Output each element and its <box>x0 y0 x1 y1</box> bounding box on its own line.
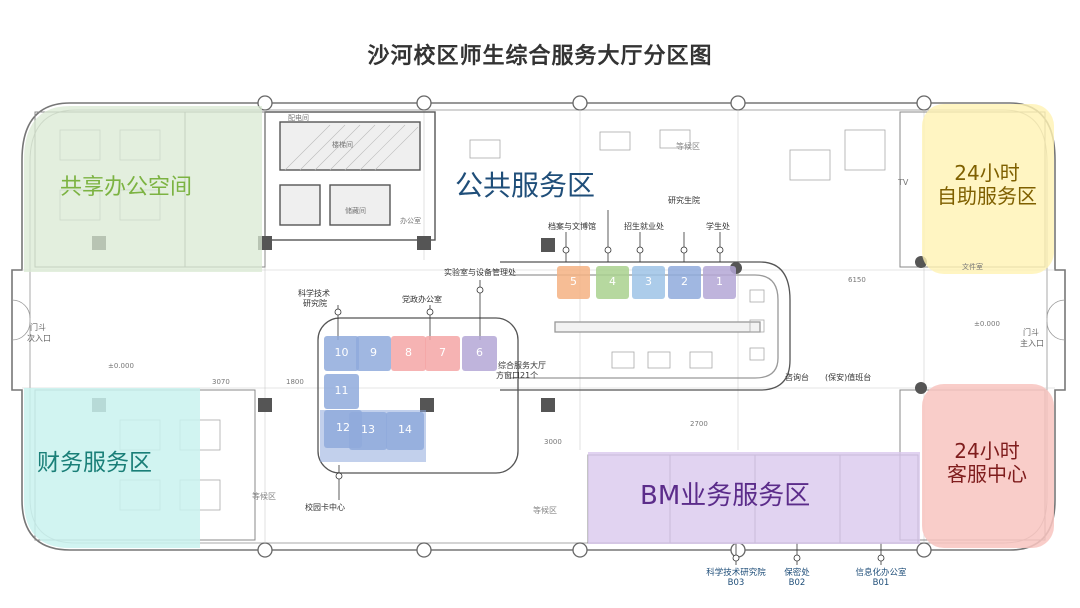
bm-pin-b02: 保密处 B02 <box>767 566 827 588</box>
zone-shared-office-text: 共享办公空间 <box>60 175 193 200</box>
service-window-7-number: 7 <box>439 345 446 359</box>
label-sci-tech-2: 研究院 <box>303 299 327 308</box>
label-dim-3: 3000 <box>544 438 562 446</box>
service-window-10 <box>324 336 359 371</box>
service-window-14 <box>386 412 424 450</box>
service-window-4 <box>596 266 629 299</box>
zone-self-service-line1: 24小时 <box>954 161 1020 185</box>
service-window-5-number: 5 <box>570 274 577 288</box>
service-window-6-number: 6 <box>476 345 483 359</box>
label-archives: 档案与文博馆 <box>548 222 596 231</box>
service-counters <box>317 261 791 474</box>
service-window-9-number: 9 <box>370 345 377 359</box>
service-window-12-number: 12 <box>336 421 350 434</box>
label-room-c: 办公室 <box>400 217 421 225</box>
bm-pin-b03: 科学技术研究院 B03 <box>676 566 796 588</box>
bm-pin-b01: 信息化办公室 B01 <box>836 566 926 588</box>
service-window-3-number: 3 <box>645 274 652 288</box>
label-tv: TV <box>898 178 909 187</box>
zone-label-public-service: 公共服务区 <box>455 169 596 202</box>
label-hall-1: 综合服务大厅 <box>498 361 546 370</box>
label-storage: 文件室 <box>962 263 983 271</box>
bm-pin-b02-name: 保密处 <box>784 568 810 578</box>
bm-pin-b03-name: 科学技术研究院 <box>706 568 766 578</box>
zone-label-bm: BM业务服务区 <box>640 481 811 512</box>
label-security: (保安)值班台 <box>825 373 872 382</box>
label-west-entry-1: 门斗 <box>30 323 46 332</box>
core-rooms <box>264 111 436 241</box>
label-west-entry-2: 次入口 <box>27 334 51 343</box>
service-window-7 <box>425 336 460 371</box>
service-window-6 <box>462 336 497 371</box>
zone-label-finance: 财务服务区 <box>37 450 152 476</box>
service-window-14-number: 14 <box>398 423 412 436</box>
zone-shared-office <box>24 106 262 272</box>
bm-pin-b01-code: B01 <box>872 578 890 588</box>
service-window-9 <box>356 336 391 371</box>
zone-public-service-text: 公共服务区 <box>455 169 596 202</box>
service-window-2-number: 2 <box>681 274 688 288</box>
service-window-13-number: 13 <box>361 423 375 436</box>
label-dim-2: 1800 <box>286 378 304 386</box>
label-east-entry-1: 门斗 <box>1023 328 1039 337</box>
bm-pin-b01-name: 信息化办公室 <box>855 568 907 578</box>
zone-label-self-service: 24小时 自助服务区 <box>928 162 1046 208</box>
label-dim-4: 6150 <box>848 276 866 284</box>
service-window-13 <box>349 412 387 450</box>
label-dim-1: 3070 <box>212 378 230 386</box>
label-sci-tech-1: 科学技术 <box>298 289 330 298</box>
bm-pin-b03-code: B03 <box>727 578 745 588</box>
zone-bm <box>588 452 920 544</box>
zone-customer-service-line2: 客服中心 <box>947 462 1027 486</box>
label-admissions: 招生就业处 <box>624 222 664 231</box>
service-window-2 <box>668 266 701 299</box>
service-window-10-number: 10 <box>334 345 349 359</box>
service-window-5 <box>557 266 590 299</box>
service-window-3 <box>632 266 665 299</box>
label-lab-equipment: 实验室与设备管理处 <box>444 268 516 277</box>
service-window-8-number: 8 <box>405 345 412 359</box>
label-waiting-3: 等候区 <box>533 506 557 515</box>
label-graduate-school: 研究生院 <box>668 196 700 205</box>
label-stair: 楼梯间 <box>332 141 353 149</box>
page-title: 沙河校区师生综合服务大厅分区图 <box>367 44 713 69</box>
label-hall-2: 方窗口21个 <box>496 371 539 380</box>
zone-customer-service-line1: 24小时 <box>954 439 1020 463</box>
service-window-4-number: 4 <box>609 274 616 288</box>
zone-label-customer-service: 24小时 客服中心 <box>928 440 1046 486</box>
label-room-b: 储藏间 <box>345 207 366 215</box>
label-dim-5: 2700 <box>690 420 708 428</box>
label-reception: 咨询台 <box>785 373 809 382</box>
zone-self-service-line2: 自助服务区 <box>937 184 1037 208</box>
service-window-1-number: 1 <box>716 274 723 288</box>
zone-label-shared-office: 共享办公空间 <box>60 175 192 200</box>
service-window-11 <box>324 374 359 409</box>
label-room-a: 配电间 <box>288 114 309 122</box>
zone-customer-service <box>922 384 1054 548</box>
service-window-8 <box>391 336 426 371</box>
label-east-entry-2: 主入口 <box>1020 339 1044 348</box>
doors <box>11 299 1066 341</box>
service-window-1 <box>703 266 736 299</box>
zone-self-service <box>922 104 1054 274</box>
window-pins <box>334 210 885 565</box>
label-party-office: 党政办公室 <box>402 295 442 304</box>
label-waiting-1: 等候区 <box>676 142 700 151</box>
zone-finance-text: 财务服务区 <box>37 450 152 476</box>
bm-pin-b02-code: B02 <box>788 578 806 588</box>
label-student-affairs: 学生处 <box>706 222 730 231</box>
zone-finance <box>24 388 200 548</box>
label-campus-card: 校园卡中心 <box>305 503 345 512</box>
stair-hatch <box>284 124 419 171</box>
label-waiting-2: 等候区 <box>252 492 276 501</box>
label-level-2: ±0.000 <box>974 320 1000 328</box>
label-level-1: ±0.000 <box>108 362 134 370</box>
service-window-11-number: 11 <box>334 383 349 397</box>
zone-bm-text: BM业务服务区 <box>640 481 811 511</box>
